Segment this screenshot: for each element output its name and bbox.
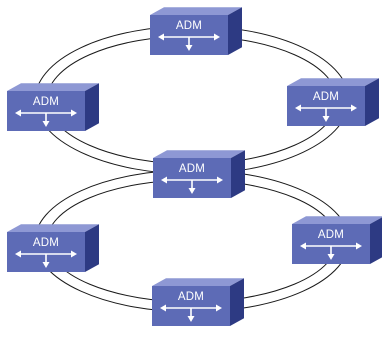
add-drop-arrow-icon: [15, 250, 77, 268]
add-drop-arrow-icon: [161, 176, 223, 194]
node-bottom: ADM: [152, 278, 244, 326]
adm-label: ADM: [313, 91, 339, 103]
adm-label: ADM: [318, 229, 344, 241]
adm-box-top: [152, 278, 244, 286]
node-lower-right: ADM: [292, 216, 382, 264]
adm-box-top: [153, 150, 245, 158]
node-upper-left: ADM: [7, 83, 99, 131]
adm-label: ADM: [176, 20, 202, 32]
add-drop-arrow-icon: [15, 109, 77, 127]
adm-box-top: [292, 216, 382, 224]
adm-box-side: [365, 78, 379, 126]
node-upper-right: ADM: [287, 78, 379, 126]
adm-box-side: [85, 83, 99, 131]
node-center: ADM: [153, 150, 245, 198]
add-drop-arrow-icon: [295, 104, 357, 122]
add-drop-arrow-icon: [158, 33, 220, 51]
adm-box-side: [230, 278, 244, 326]
adm-box-top: [150, 7, 242, 15]
node-top: ADM: [150, 7, 242, 56]
adm-box-top: [7, 83, 99, 91]
adm-label: ADM: [179, 163, 205, 175]
adm-label: ADM: [33, 237, 59, 249]
adm-box-side: [85, 224, 99, 272]
adm-box-top: [7, 224, 99, 232]
adm-label: ADM: [178, 291, 204, 303]
adm-box-side: [228, 7, 242, 56]
node-lower-left: ADM: [7, 224, 99, 272]
add-drop-arrow-icon: [300, 242, 362, 260]
adm-nodes: ADM ADM ADM ADM ADM ADM ADM: [7, 7, 382, 326]
adm-box-top: [287, 78, 379, 86]
adm-box-side: [370, 217, 382, 264]
adm-label: ADM: [33, 96, 59, 108]
add-drop-arrow-icon: [160, 304, 222, 322]
adm-box-side: [231, 150, 245, 198]
